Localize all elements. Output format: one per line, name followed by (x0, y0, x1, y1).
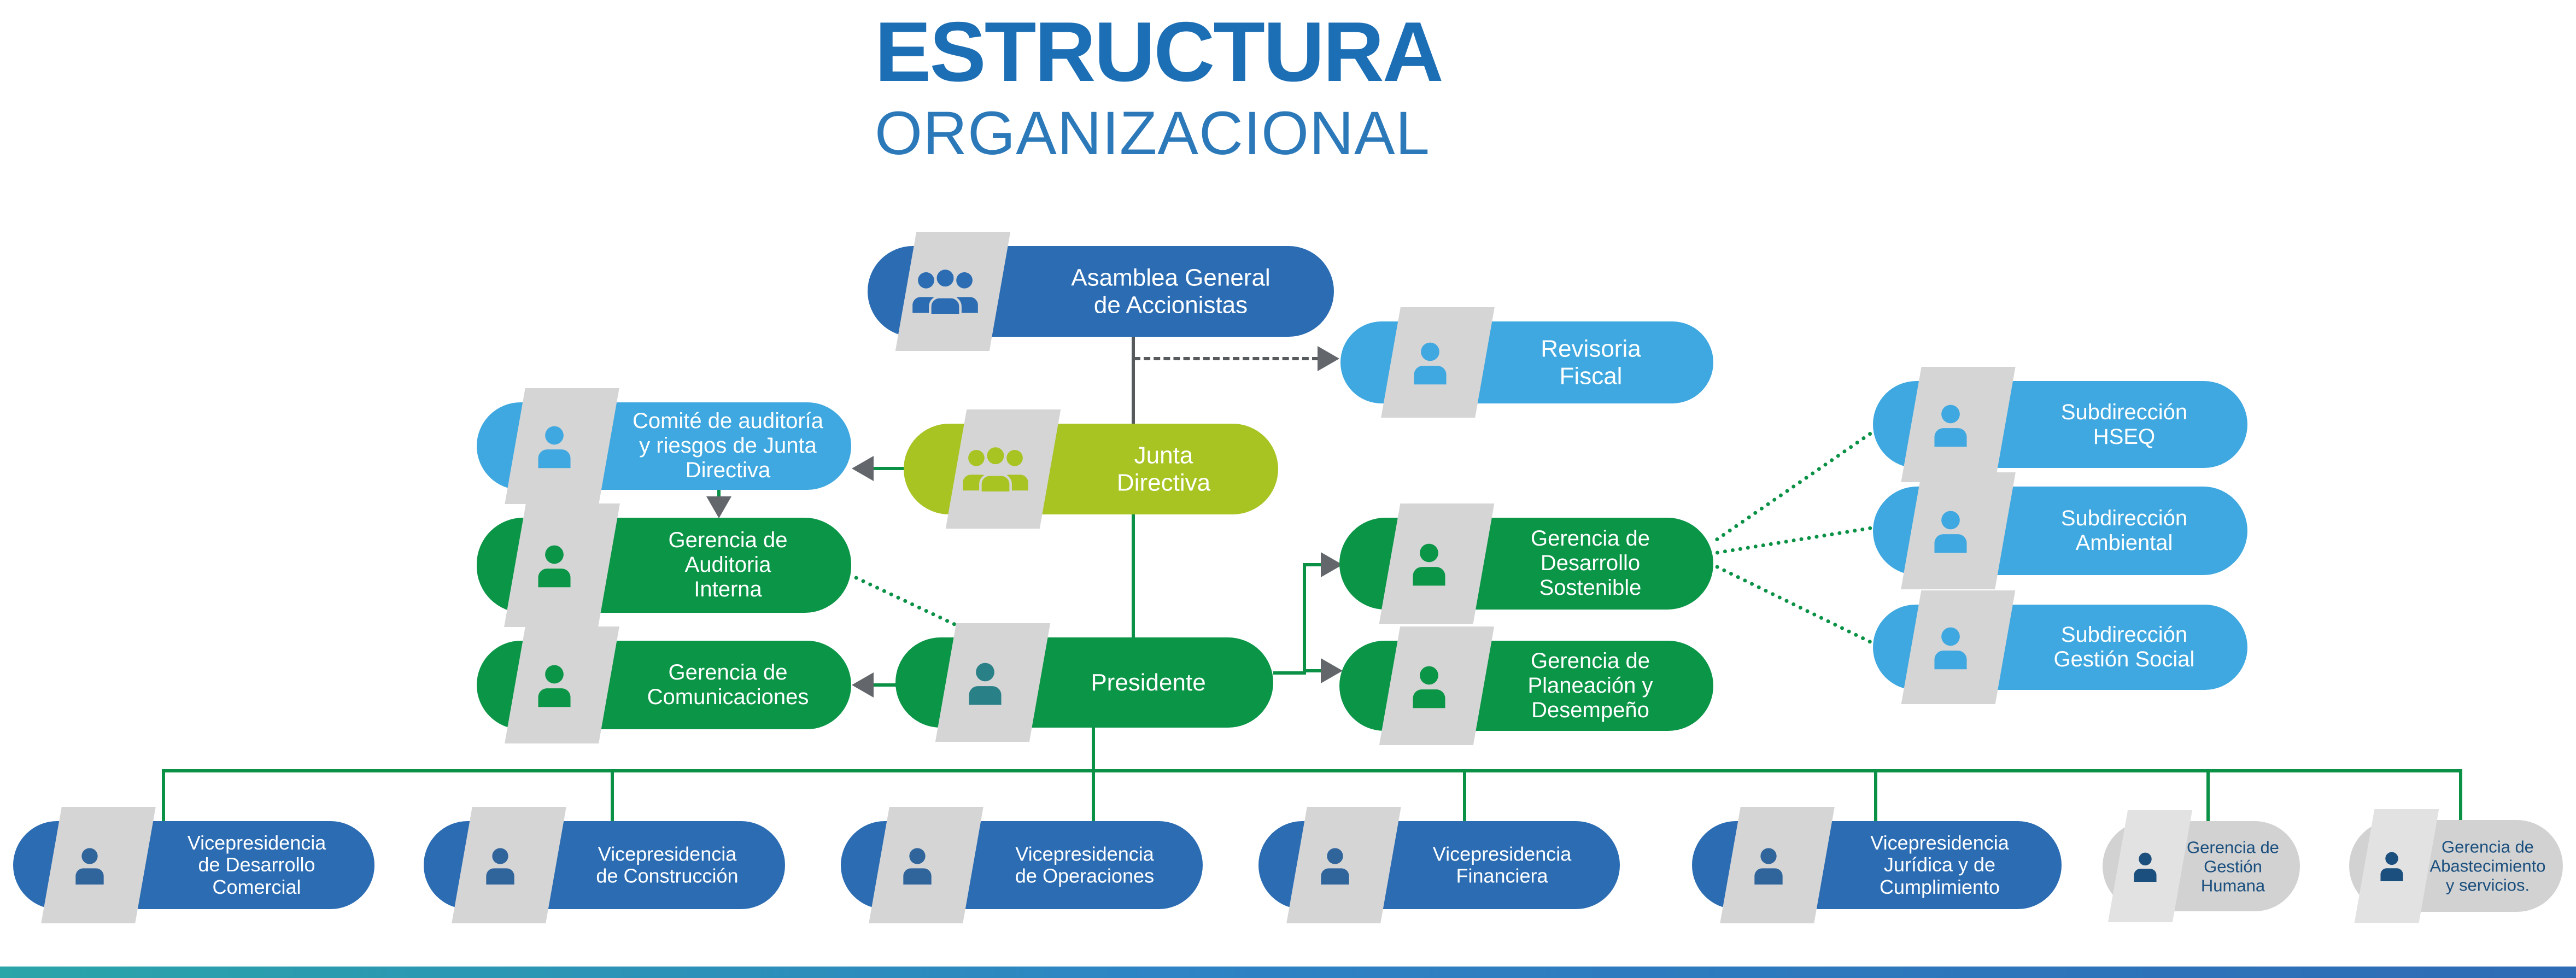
node-planeacion-label: Gerencia de Planeación y Desempeño (1527, 648, 1653, 723)
node-vfinanciera-label: Vicepresidencia Financiera (1432, 842, 1572, 887)
arrowhead-planeacion (1321, 658, 1343, 683)
connector-bottom-horizontal (162, 769, 2462, 772)
drop-voperaciones (1092, 769, 1095, 824)
node-planeacion: Gerencia de Planeación y Desempeño (1339, 626, 1713, 745)
person-icon (1405, 337, 1455, 388)
node-voperaciones: Vicepresidencia de Operaciones (841, 807, 1203, 923)
connector-branch-planeacion (1303, 669, 1325, 672)
connector-branch-desarrollo (1303, 563, 1325, 566)
arrowhead-auditoria (706, 496, 731, 518)
person-icon (1925, 506, 1976, 556)
drop-ghumana (2206, 769, 2210, 824)
connector-presidente-bottom (1092, 727, 1095, 771)
person-icon (1925, 400, 1976, 450)
page-title-line2: ORGANIZACIONAL (875, 98, 1430, 167)
node-gabastecimiento-label: Gerencia de Abastecimiento y servicios. (2429, 837, 2546, 895)
person-icon (529, 421, 579, 471)
node-desarrollo: Gerencia de Desarrollo Sostenible (1339, 503, 1713, 624)
node-desarrollo-label: Gerencia de Desarrollo Sostenible (1531, 526, 1650, 600)
node-comite-label: Comité de auditoría y riesgos de Junta D… (632, 409, 824, 483)
connector-comite-auditoria (717, 489, 721, 501)
person-icon (1925, 622, 1976, 672)
connector-junta-presidente (1132, 513, 1135, 639)
person-icon (2128, 849, 2163, 884)
arrowhead-desarrollo (1321, 552, 1343, 577)
connector-desarrollo-ambiental-dotted (1715, 526, 1872, 555)
person-icon (1404, 538, 1454, 589)
person-icon (1313, 844, 1357, 887)
node-vconstruccion: Vicepresidencia de Construcción (424, 807, 785, 923)
node-comunicaciones: Gerencia de Comunicaciones (477, 626, 851, 743)
drop-gabastecimiento (2459, 769, 2462, 824)
person-icon (478, 844, 522, 887)
person-icon (895, 844, 939, 887)
node-junta: Junta Directiva (904, 409, 1278, 529)
node-asamblea-label: Asamblea General de Accionistas (1071, 264, 1271, 318)
node-vfinanciera: Vicepresidencia Financiera (1258, 807, 1620, 923)
arrowhead-comunicaciones (852, 672, 874, 698)
connector-asamblea-revisoria (1134, 357, 1319, 360)
page-title-line1: ESTRUCTURA (875, 4, 1444, 99)
node-asamblea: Asamblea General de Accionistas (868, 232, 1334, 351)
arrowhead-comite (852, 456, 874, 481)
node-auditoria-label: Gerencia de Auditoria Interna (668, 528, 788, 602)
node-social: Subdirección Gestión Social (1873, 590, 2247, 704)
drop-vcomercial (162, 769, 165, 824)
node-vcomercial-label: Vicepresidencia de Desarrollo Comercial (187, 831, 326, 898)
node-voperaciones-label: Vicepresidencia de Operaciones (1015, 842, 1155, 887)
node-hseq-label: Subdirección HSEQ (2060, 400, 2188, 449)
node-comunicaciones-label: Gerencia de Comunicaciones (647, 660, 809, 709)
node-hseq: Subdirección HSEQ (1873, 367, 2247, 482)
node-revisoria-label: Revisoria Fiscal (1541, 335, 1641, 389)
connector-presidente-comunicaciones (874, 683, 897, 687)
connector-presidente-right-stub (1273, 671, 1306, 675)
arrowhead-revisoria (1318, 346, 1339, 371)
node-revisoria: Revisoria Fiscal (1340, 307, 1713, 418)
person-icon (529, 660, 579, 710)
node-vjuridica-label: Vicepresidencia Jurídica y de Cumplimien… (1870, 831, 2009, 898)
people-icon (959, 442, 1032, 496)
footer-gradient-bar (0, 967, 2576, 978)
node-presidente: Presidente (895, 623, 1273, 742)
people-icon (909, 264, 981, 319)
node-gabastecimiento: Gerencia de Abastecimiento y servicios. (2349, 809, 2563, 923)
node-ghumana: Gerencia de Gestión Humana (2103, 810, 2300, 922)
connector-desarrollo-hseq-dotted (1714, 431, 1873, 542)
person-icon (2374, 848, 2409, 883)
node-vconstruccion-label: Vicepresidencia de Construcción (596, 842, 739, 887)
person-icon (960, 658, 1010, 708)
drop-vjuridica (1874, 769, 1877, 824)
node-vcomercial: Vicepresidencia de Desarrollo Comercial (13, 807, 374, 923)
person-icon (68, 844, 112, 887)
node-social-label: Subdirección Gestión Social (2053, 622, 2195, 671)
drop-vfinanciera (1463, 769, 1466, 824)
node-ambiental-label: Subdirección Ambiental (2060, 506, 2188, 555)
person-icon (529, 540, 579, 590)
page-title: ESTRUCTURA ORGANIZACIONAL (875, 4, 1531, 167)
connector-junta-comite (874, 467, 904, 470)
node-ghumana-label: Gerencia de Gestión Humana (2187, 837, 2279, 895)
node-vjuridica: Vicepresidencia Jurídica y de Cumplimien… (1692, 807, 2062, 923)
node-ambiental: Subdirección Ambiental (1873, 472, 2247, 589)
node-auditoria: Gerencia de Auditoria Interna (477, 503, 851, 627)
drop-vconstruccion (611, 769, 614, 824)
connector-asamblea-junta (1132, 336, 1135, 425)
person-icon (1747, 844, 1790, 887)
connector-right-branch-vertical (1303, 563, 1306, 674)
node-presidente-label: Presidente (1091, 669, 1206, 696)
person-icon (1404, 661, 1454, 711)
node-junta-label: Junta Directiva (1116, 442, 1211, 496)
node-comite: Comité de auditoría y riesgos de Junta D… (477, 388, 851, 504)
connector-desarrollo-social-dotted (1714, 564, 1873, 645)
